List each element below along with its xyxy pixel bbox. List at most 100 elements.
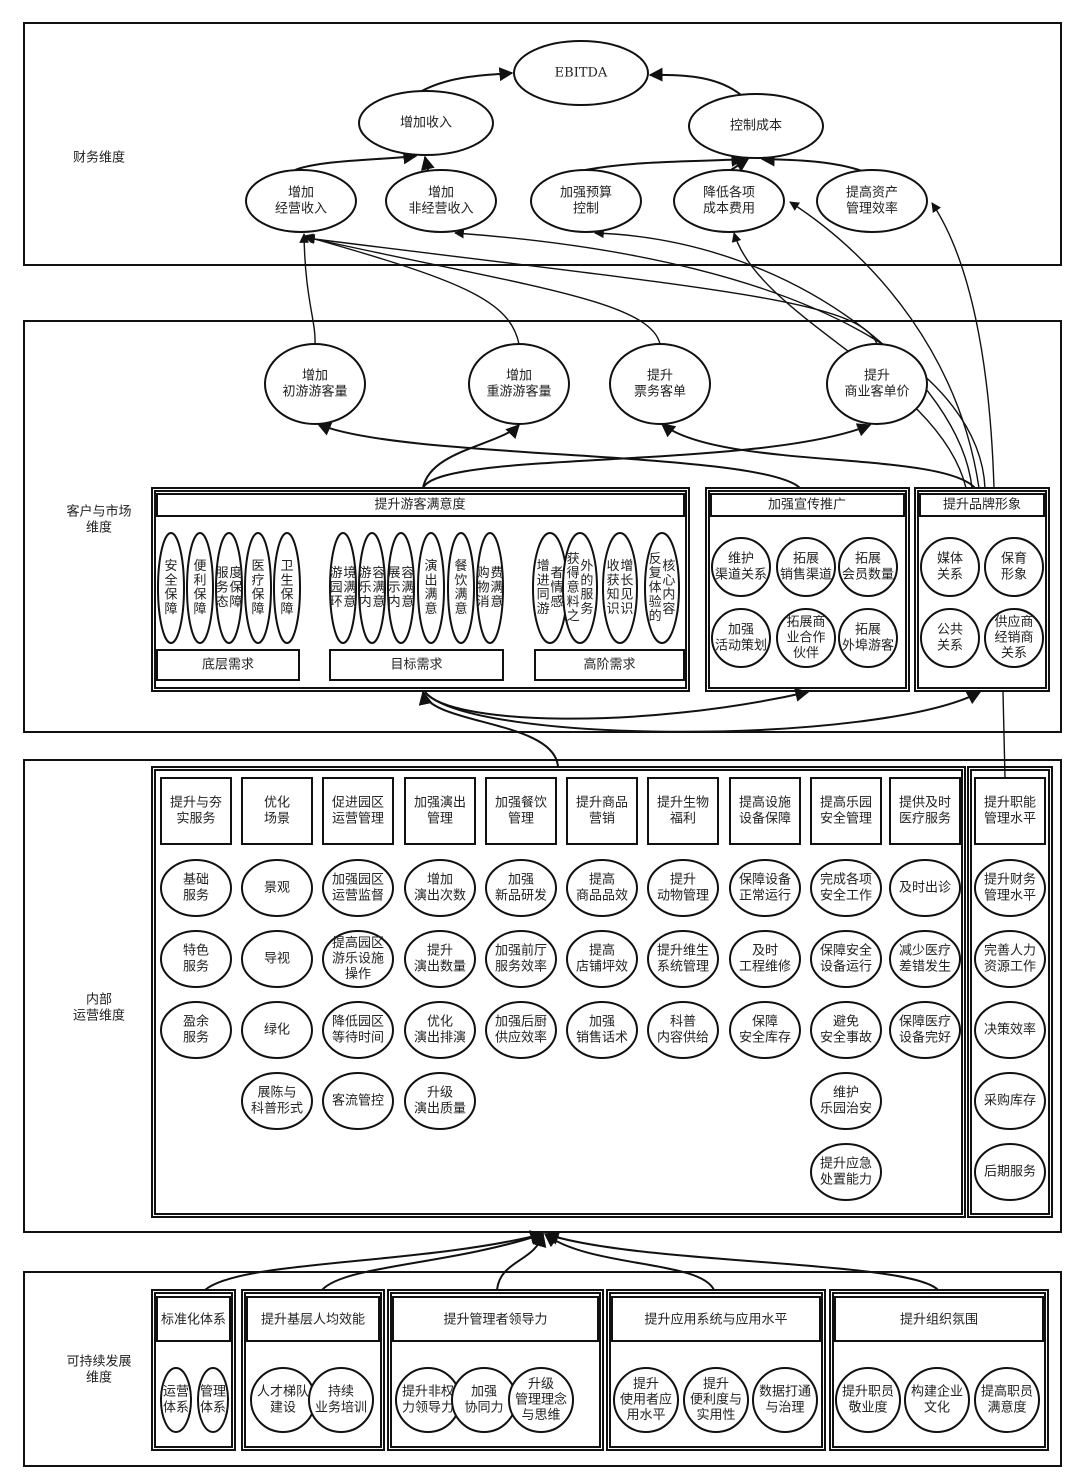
node-internal-item-shape[interactable]	[566, 930, 638, 988]
node-internal-item-shape[interactable]	[810, 1001, 882, 1059]
node-internal-item[interactable]: 导视	[241, 930, 313, 988]
node-internal-item-shape[interactable]	[485, 1001, 557, 1059]
satisfaction-item-shape[interactable]	[157, 532, 185, 644]
node-sustainable-item-shape[interactable]	[613, 1367, 679, 1433]
node-functional-item-shape[interactable]	[974, 1143, 1046, 1201]
node-internal-item-shape[interactable]	[889, 859, 961, 917]
node-internal-item-shape[interactable]	[729, 859, 801, 917]
satisfaction-item-shape[interactable]	[417, 532, 445, 644]
node-internal-item-shape[interactable]	[160, 859, 232, 917]
node-sustainable-item-shape[interactable]	[160, 1367, 192, 1433]
satisfaction-item-shape[interactable]	[329, 532, 357, 644]
node-reduce-cost-shape[interactable]	[673, 169, 785, 233]
node-brand-item-shape[interactable]	[984, 537, 1044, 597]
node-ebitda-shape[interactable]	[513, 40, 649, 106]
node-brand-item-shape[interactable]	[984, 608, 1044, 668]
node-control-cost[interactable]: 控制成本	[688, 93, 824, 159]
node-internal-item-shape[interactable]	[810, 1143, 882, 1201]
node-internal-item-shape[interactable]	[485, 930, 557, 988]
node-functional-item-shape[interactable]	[974, 930, 1046, 988]
node-internal-item-shape[interactable]	[729, 930, 801, 988]
node-ebitda[interactable]: EBITDA	[513, 40, 649, 106]
node-nonop-revenue-shape[interactable]	[385, 169, 497, 233]
node-customer-target-4-shape[interactable]	[826, 343, 928, 425]
node-internal-item-shape[interactable]	[160, 1001, 232, 1059]
node-internal-item-shape[interactable]	[404, 859, 476, 917]
node-promotion-item-shape[interactable]	[776, 537, 836, 597]
node-internal-item-shape[interactable]	[647, 930, 719, 988]
satisfaction-item-shape[interactable]	[476, 532, 504, 644]
node-internal-item[interactable]: 及时出诊	[889, 859, 961, 917]
node-internal-item-shape[interactable]	[322, 1001, 394, 1059]
node-internal-item-shape[interactable]	[160, 930, 232, 988]
satisfaction-item-shape[interactable]	[644, 532, 680, 644]
node-control-cost-shape[interactable]	[688, 93, 824, 159]
node-internal-item-shape[interactable]	[404, 1072, 476, 1130]
node-internal-item[interactable]: 景观	[241, 859, 313, 917]
node-sustainable-item-shape[interactable]	[752, 1367, 818, 1433]
node-promotion-item-shape[interactable]	[711, 608, 771, 668]
node-internal-item-shape[interactable]	[404, 930, 476, 988]
node-internal-item-shape[interactable]	[566, 859, 638, 917]
node-internal-item-shape[interactable]	[810, 930, 882, 988]
node-customer-target-2-shape[interactable]	[468, 343, 570, 425]
node-internal-item-shape[interactable]	[810, 1072, 882, 1130]
node-op-revenue-shape[interactable]	[245, 169, 357, 233]
satisfaction-item-shape[interactable]	[186, 532, 214, 644]
satisfaction-item-shape[interactable]	[447, 532, 475, 644]
node-customer-target-3-shape[interactable]	[609, 343, 711, 425]
satisfaction-item-shape[interactable]	[273, 532, 301, 644]
satisfaction-item-shape[interactable]	[387, 532, 415, 644]
node-internal-item-shape[interactable]	[241, 1072, 313, 1130]
node-internal-item-shape[interactable]	[889, 1001, 961, 1059]
